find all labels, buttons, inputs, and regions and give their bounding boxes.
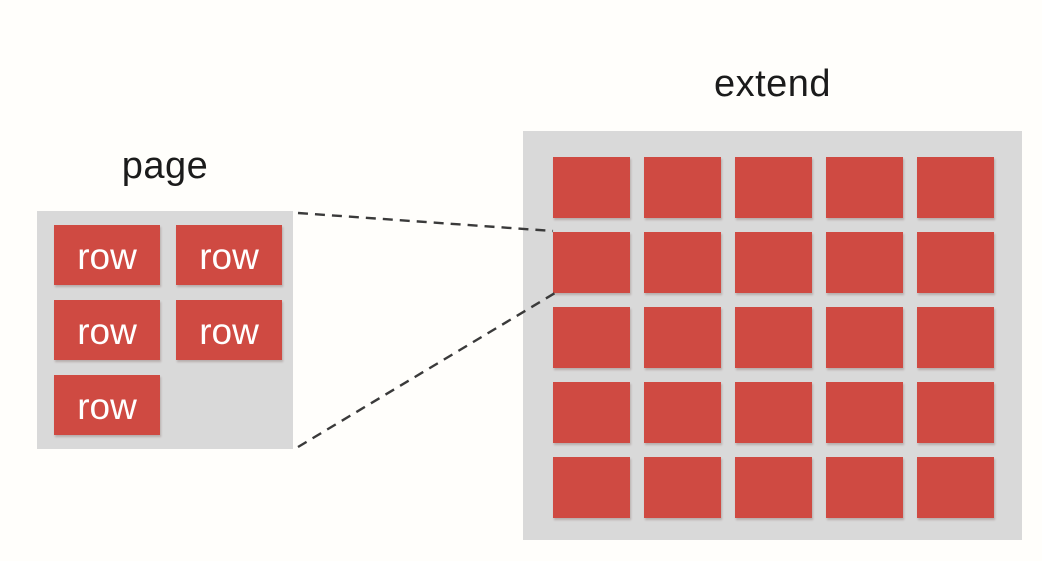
- extend-grid-block: [553, 382, 630, 443]
- extend-panel: [523, 131, 1022, 540]
- extend-grid-block: [826, 457, 903, 518]
- extend-grid-block: [553, 232, 630, 293]
- extend-grid-block: [644, 307, 721, 368]
- extend-title: extend: [713, 63, 832, 105]
- extend-grid-block: [735, 457, 812, 518]
- extend-grid-block: [735, 232, 812, 293]
- connector-line-top: [297, 211, 554, 233]
- page-title: page: [121, 145, 209, 187]
- extend-grid-block: [644, 232, 721, 293]
- extend-grid-block: [553, 307, 630, 368]
- extend-grid-block: [917, 157, 994, 218]
- extend-grid-block: [553, 457, 630, 518]
- page-row-block: row: [176, 225, 282, 285]
- extend-grid-block: [917, 457, 994, 518]
- page-row-block: row: [54, 225, 160, 285]
- extend-grid-block: [917, 307, 994, 368]
- extend-grid-block: [826, 232, 903, 293]
- page-row-block: row: [54, 375, 160, 435]
- page-row-block: row: [54, 300, 160, 360]
- extend-grid-block: [735, 307, 812, 368]
- extend-grid-block: [826, 157, 903, 218]
- extend-grid-block: [826, 382, 903, 443]
- extend-grid-block: [917, 382, 994, 443]
- extend-grid-block: [917, 232, 994, 293]
- extend-grid-block: [735, 382, 812, 443]
- extend-grid-block: [644, 157, 721, 218]
- extend-grid-block: [826, 307, 903, 368]
- extend-grid-block: [644, 457, 721, 518]
- connector-line-bottom: [297, 291, 556, 449]
- extend-grid-block: [735, 157, 812, 218]
- extend-grid-block: [553, 157, 630, 218]
- page-row-block: row: [176, 300, 282, 360]
- extend-grid-block: [644, 382, 721, 443]
